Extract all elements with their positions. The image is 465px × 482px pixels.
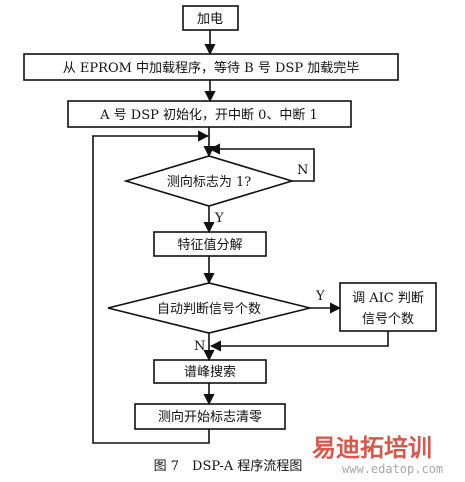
node-eigen-decomp-label: 特征值分解	[177, 237, 242, 253]
label-test-no: N	[297, 163, 308, 178]
node-clear-flag-label: 测向开始标志清零	[158, 409, 262, 425]
node-auto-count-label: 自动判断信号个数	[157, 302, 261, 317]
node-clear-flag: 测向开始标志清零	[134, 403, 286, 430]
node-eigen-decomp: 特征值分解	[153, 231, 267, 257]
node-power-on: 加电	[182, 5, 239, 31]
node-manual-count-label-1: 调 AIC 判断	[352, 291, 424, 306]
node-manual-count: 调 AIC 判断 信号个数	[339, 282, 437, 332]
node-power-on-label: 加电	[197, 12, 223, 27]
label-test-yes: Y	[214, 211, 224, 226]
figure-caption: 图 7 DSP-A 程序流程图	[154, 459, 303, 474]
edge-manual-return	[209, 331, 389, 352]
node-load-program-label: 从 EPROM 中加载程序，等待 B 号 DSP 加载完毕	[63, 60, 359, 76]
node-init-a-label: A 号 DSP 初始化，开中断 0、中断 1	[99, 108, 318, 123]
node-manual-count-label-2: 信号个数	[362, 312, 414, 327]
node-load-program: 从 EPROM 中加载程序，等待 B 号 DSP 加载完毕	[23, 53, 399, 81]
watermark: 易迪拓培训 www.edatop.com	[312, 434, 443, 476]
node-init-a: A 号 DSP 初始化，开中断 0、中断 1	[67, 100, 352, 128]
node-test-flag: 测向标志为 1?	[123, 155, 295, 207]
node-peak-search: 谱峰搜索	[153, 359, 267, 384]
watermark-url: www.edatop.com	[342, 462, 443, 476]
node-auto-count: 自动判断信号个数	[107, 282, 311, 334]
edge-main-loop	[92, 130, 210, 444]
edge-test-no-loop	[208, 143, 315, 182]
node-peak-search-label: 谱峰搜索	[184, 365, 236, 380]
label-count-no: N	[194, 339, 205, 354]
watermark-brand: 易迪拓培训	[312, 434, 432, 462]
label-count-yes: Y	[315, 289, 325, 304]
node-test-flag-label: 测向标志为 1?	[167, 174, 251, 190]
